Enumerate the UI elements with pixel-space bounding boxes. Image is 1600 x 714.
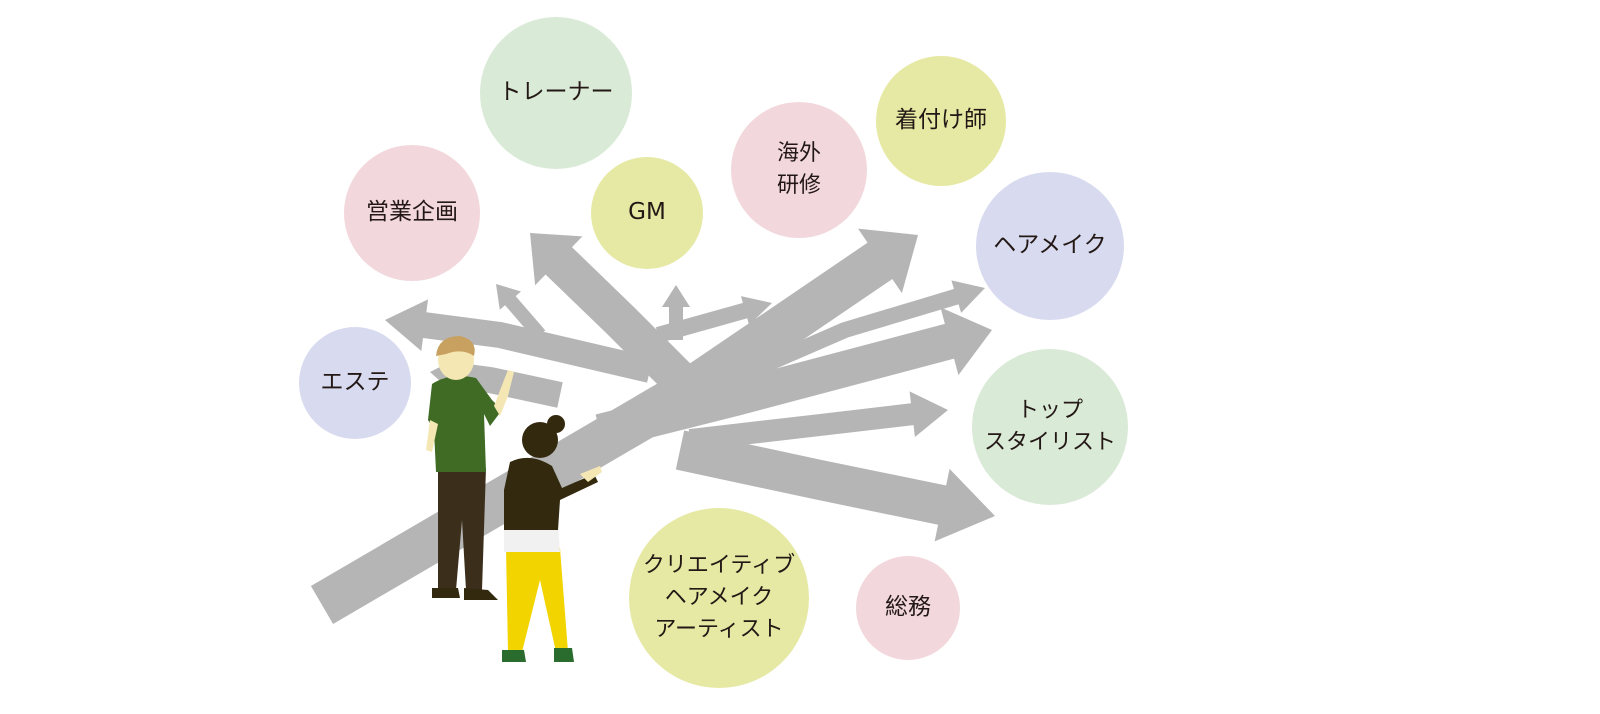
man-figure <box>426 336 514 600</box>
bubble-creative-label: アーティスト <box>654 616 784 642</box>
bubble-general-affairs: 総務 <box>856 556 960 660</box>
bubble-sales-planning-label: 営業企画 <box>366 199 458 226</box>
arrow-to-top-stylist <box>595 307 992 450</box>
bubble-kitsuke-label: 着付け師 <box>895 107 987 134</box>
bubble-overseas-training-label: 研修 <box>776 173 821 198</box>
arrow-to-hair-make <box>726 280 985 388</box>
bubble-hair-make: ヘアメイク <box>976 172 1124 320</box>
bubble-top-stylist-label: トップ <box>1016 398 1083 424</box>
bubble-overseas-training: 海外研修 <box>731 102 867 238</box>
bubble-creative-label: クリエイティブ <box>642 553 796 579</box>
arrow-to-gm-right <box>655 296 772 343</box>
arrow-mid-right <box>688 391 948 451</box>
arrow-to-trainer <box>530 233 704 404</box>
bubble-trainer: トレーナー <box>480 17 632 169</box>
bubble-esthe-label: エステ <box>320 369 390 396</box>
bubble-top-stylist: トップスタイリスト <box>972 349 1128 505</box>
arrow-to-lower-right <box>675 430 995 542</box>
bubble-gm-label: GM <box>628 199 666 226</box>
bubble-kitsuke: 着付け師 <box>876 56 1006 186</box>
bubble-hair-make-label: ヘアメイク <box>993 232 1107 259</box>
bubble-trainer-label: トレーナー <box>498 79 614 106</box>
bubble-esthe: エステ <box>299 327 411 439</box>
arrow-to-left <box>385 299 653 383</box>
woman-figure <box>502 415 602 662</box>
bubble-creative: クリエイティブヘアメイクアーティスト <box>629 508 809 688</box>
arrow-to-left-up <box>496 284 546 340</box>
bubble-general-affairs-label: 総務 <box>885 594 931 621</box>
bubble-gm: GM <box>591 157 703 269</box>
people-illustration <box>426 336 602 662</box>
bubble-creative-label: ヘアメイク <box>664 585 774 611</box>
bubble-sales-planning: 営業企画 <box>344 145 480 281</box>
branching-arrows <box>310 228 995 624</box>
bubble-overseas-training-label: 海外 <box>776 141 821 167</box>
bubble-top-stylist-label: スタイリスト <box>983 430 1116 455</box>
